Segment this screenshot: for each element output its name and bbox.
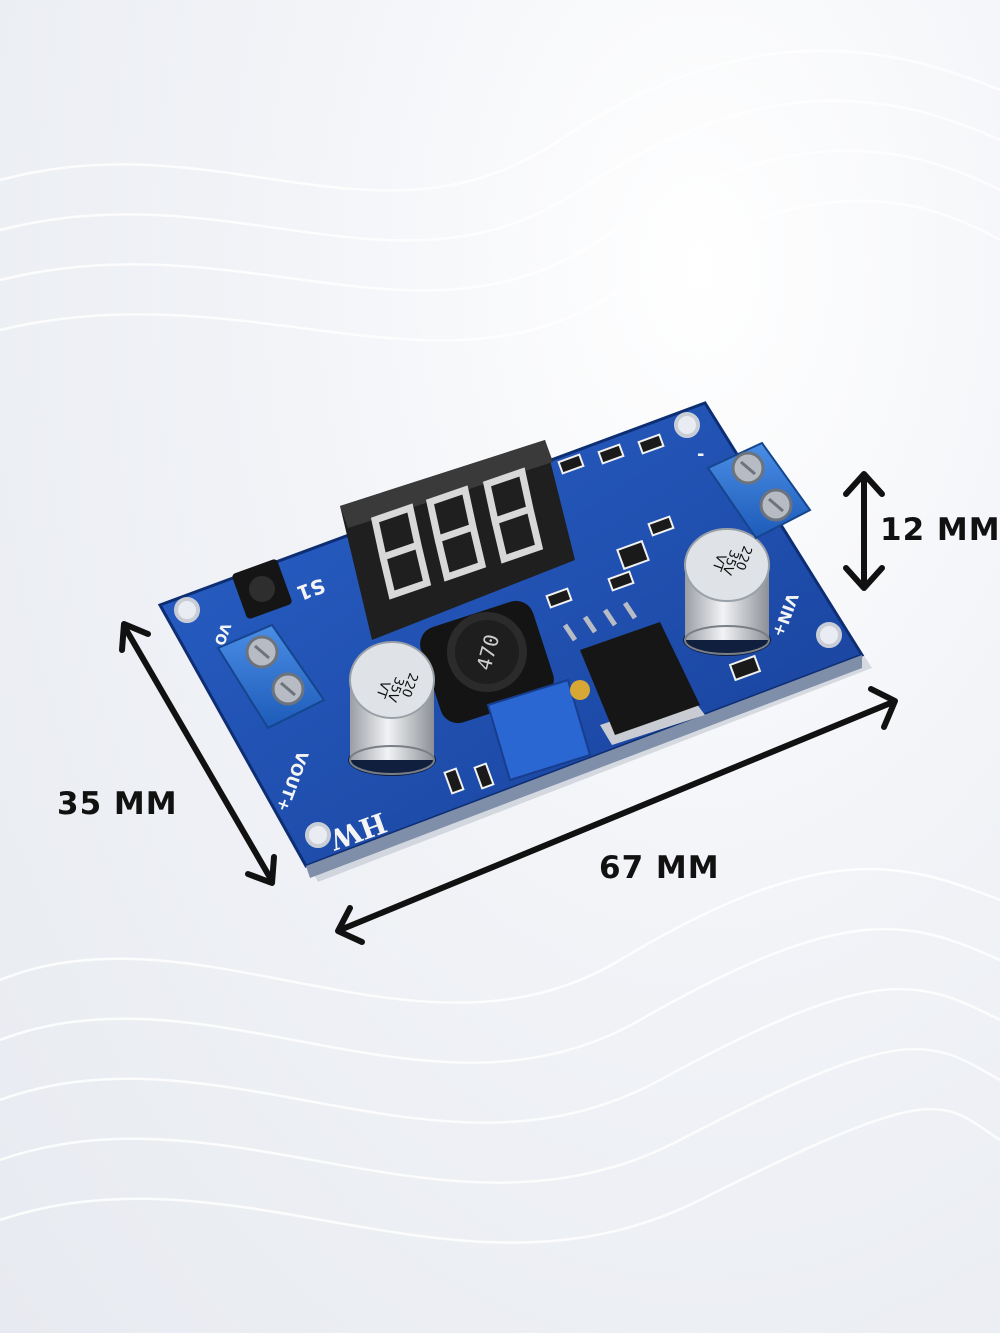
seven-segment-display	[340, 440, 575, 640]
mounting-hole	[305, 822, 331, 848]
output-terminal-block	[216, 623, 326, 730]
output-partial-label: VO	[211, 621, 234, 648]
smd-components	[443, 433, 762, 795]
capacitor-right-marking-3: VT	[708, 552, 728, 573]
regulator-chip	[562, 601, 705, 745]
width-arrow	[121, 623, 275, 884]
mounting-hole	[174, 597, 200, 623]
capacitor-right	[683, 528, 771, 656]
trimmer-potentiometer	[486, 678, 592, 782]
background-waves	[0, 49, 1000, 1244]
length-dimension-label: 67 MM	[599, 850, 720, 886]
capacitor-left	[348, 641, 436, 776]
capacitor-left-marking-3: VT	[372, 679, 392, 700]
dimension-arrows	[119, 471, 898, 945]
height-dimension-label: 12 MM	[880, 512, 1000, 548]
mounting-hole	[816, 622, 842, 648]
input-minus-label: -	[697, 444, 704, 465]
mounting-hole	[674, 412, 700, 438]
width-dimension-label: 35 MM	[57, 786, 178, 822]
push-button	[232, 559, 292, 619]
length-arrow	[337, 699, 896, 933]
inductor	[420, 600, 554, 724]
input-terminal-block	[706, 441, 812, 540]
